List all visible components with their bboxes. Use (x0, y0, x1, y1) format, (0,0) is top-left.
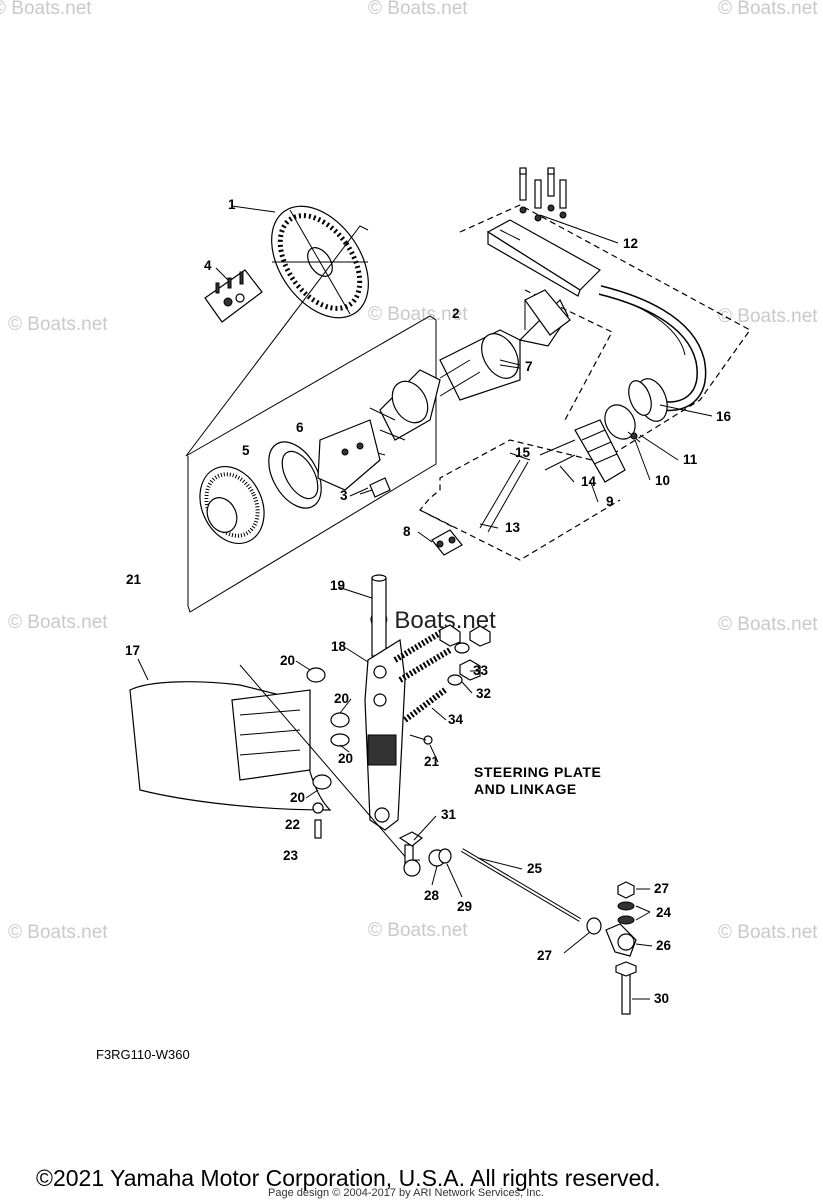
callout-24: 24 (656, 905, 672, 920)
watermark: © Boats.net (368, 304, 468, 325)
watermark: © Boats.net (718, 614, 818, 635)
page-design-text: Page design © 2004-2017 by ARI Network S… (268, 1187, 544, 1199)
callouts: 1 2 3 4 5 6 7 8 9 10 11 12 13 14 15 16 1… (125, 197, 732, 1006)
callout-1: 1 (228, 197, 236, 212)
callout-6: 6 (296, 420, 304, 435)
nut-set (204, 267, 263, 323)
group-box-21 (185, 225, 437, 613)
linkage-joint (398, 831, 452, 877)
watermark: © Boats.net (718, 0, 818, 19)
dome-cover (199, 465, 265, 545)
callout-23: 23 (283, 848, 299, 863)
callout-21: 21 (424, 754, 440, 769)
small-bracket (359, 477, 391, 498)
watermark: © Boats.net (0, 0, 92, 19)
callout-20: 20 (338, 751, 353, 766)
tie-rod (460, 848, 602, 935)
callout-27: 27 (537, 948, 552, 963)
steering-module (486, 219, 601, 336)
callout-12: 12 (623, 236, 638, 251)
copyright-text: ©2021 Yamaha Motor Corporation, U.S.A. A… (36, 1165, 661, 1191)
callout-34: 34 (448, 712, 464, 727)
callout-32: 32 (476, 686, 491, 701)
section-title-line2: AND LINKAGE (474, 781, 577, 797)
callout-9: 9 (606, 494, 614, 509)
callout-5: 5 (242, 443, 250, 458)
callout-7: 7 (525, 359, 533, 374)
callout-20: 20 (280, 653, 295, 668)
boot-and-rods (431, 419, 626, 556)
bracket-17 (129, 664, 420, 861)
watermark: © Boats.net (718, 306, 818, 327)
callout-22: 22 (285, 817, 300, 832)
callout-27: 27 (654, 881, 669, 896)
callout-2: 2 (452, 306, 460, 321)
watermark: © Boats.net (368, 0, 468, 19)
callout-28: 28 (424, 888, 440, 903)
callout-3: 3 (340, 488, 348, 503)
watermark: © Boats.net (8, 612, 108, 633)
callout-25: 25 (527, 861, 543, 876)
callout-10: 10 (655, 473, 670, 488)
callout-29: 29 (457, 899, 472, 914)
callout-21: 21 (126, 572, 142, 587)
watermark: © Boats.net (8, 922, 108, 943)
callout-26: 26 (656, 938, 672, 953)
callout-8: 8 (403, 524, 411, 539)
pump-housing (268, 419, 381, 509)
steering-wheel (231, 205, 369, 319)
rod-19 (371, 574, 387, 657)
watermark: © Boats.net (718, 922, 818, 943)
callout-17: 17 (125, 643, 140, 658)
callout-4: 4 (204, 258, 212, 273)
steering-plate (364, 638, 406, 831)
callout-16: 16 (716, 409, 732, 424)
callout-33: 33 (473, 663, 489, 678)
callout-11: 11 (683, 452, 698, 467)
callout-20: 20 (334, 691, 349, 706)
callout-18: 18 (331, 639, 347, 654)
watermark: © Boats.net (368, 920, 468, 941)
drawing-code: F3RG110-W360 (96, 1047, 190, 1062)
springs-nuts (393, 624, 491, 745)
watermarks: © Boats.net © Boats.net © Boats.net © Bo… (0, 0, 818, 943)
end-joint (605, 881, 637, 1015)
callout-30: 30 (654, 991, 669, 1006)
cables (598, 285, 707, 443)
callout-31: 31 (441, 807, 457, 822)
bolts-top (519, 167, 567, 222)
watermark: © Boats.net (8, 314, 108, 335)
callout-19: 19 (330, 578, 345, 593)
callout-13: 13 (505, 520, 521, 535)
callout-14: 14 (581, 474, 597, 489)
nuts-20 (306, 667, 350, 839)
callout-20: 20 (290, 790, 305, 805)
section-title-line1: STEERING PLATE (474, 764, 601, 780)
leader-lines (137, 214, 713, 1000)
